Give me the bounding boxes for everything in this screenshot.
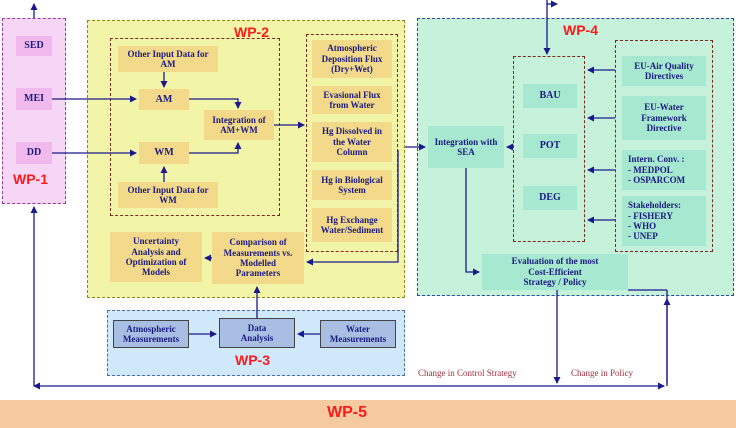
flux-hg-biological: Hg in Biological System [312,170,392,200]
wp3-label: WP-3 [235,352,270,368]
wp1-label: WP-1 [13,171,48,187]
flux-hg-dissolved: Hg Dissolved in the Water Column [312,122,392,162]
other-input-wm-box: Other Input Data for WM [118,182,218,208]
wp1-item-mei: MEI [16,88,52,110]
eu-air-quality-box: EU-Air Quality Directives [622,56,706,86]
eu-water-framework-box: EU-Water Framework Directive [622,96,706,140]
flux-evasional: Evasional Flux from Water [312,86,392,114]
scenario-bau: BAU [523,84,577,108]
scenario-pot: POT [523,134,577,158]
wp5-bar [0,400,736,428]
atmospheric-measurements-box: Atmospheric Measurements [113,320,189,348]
wm-box: WM [139,142,189,164]
wp4-policy-group [615,40,713,252]
comparison-box: Comparison of Measurements vs. Modelled … [212,232,304,284]
wp5-label: WP-5 [327,404,367,421]
intern-conv-box: Intern. Conv. : - MEDPOL - OSPARCOM [622,150,706,190]
flux-atmospheric-deposition: Atmospheric Deposition Flux (Dry+Wet) [312,40,392,78]
wp2-label: WP-2 [234,24,269,40]
flux-hg-exchange: Hg Exchange Water/Sediment [312,208,392,242]
evaluation-box: Evaluation of the most Cost-Efficient St… [482,254,628,290]
change-control-strategy-label: Change in Control Strategy [418,368,517,378]
am-box: AM [139,89,189,110]
stakeholders-box: Stakeholders: - FISHERY - WHO - UNEP [622,196,706,246]
water-measurements-box: Water Measurements [320,320,396,348]
wp1-item-dd: DD [16,142,52,164]
wp4-scenarios-group [513,56,585,242]
integration-am-wm-box: Integration of AM+WM [204,110,274,140]
wp2-models-group [110,38,280,216]
wp2-fluxes-group [306,34,398,252]
integration-sea-box: Integration with SEA [428,126,504,168]
wp1-item-sed: SED [16,36,52,56]
change-policy-label: Change in Policy [571,368,633,378]
scenario-deg: DEG [523,186,577,210]
wp4-label: WP-4 [563,22,598,38]
other-input-am-box: Other Input Data for AM [118,46,218,72]
uncertainty-analysis-box: Uncertainty Analysis and Optimization of… [110,232,202,282]
data-analysis-box: Data Analysis [219,318,295,348]
